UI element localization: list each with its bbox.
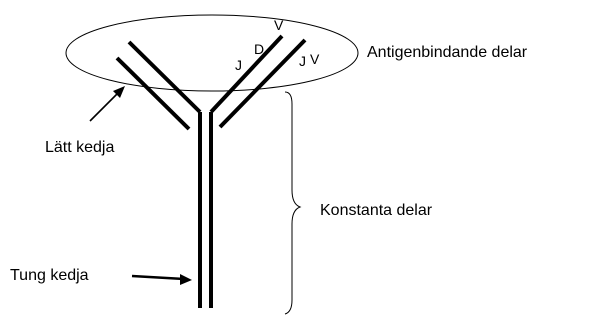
heavy-chain-stems [200,112,211,308]
left-arm-heavy-chain [129,42,200,112]
label-antigen-binding: Antigenbindande delar [367,44,528,61]
left-arm [117,42,200,129]
segment-d: D [254,41,264,57]
constant-region-brace [285,92,300,314]
light-chain-arrow [90,86,125,121]
segment-v-top: V [274,17,284,33]
label-light-chain: Lätt kedja [45,139,114,156]
left-arm-light-chain [117,58,189,129]
segment-j-left: J [235,57,242,73]
heavy-chain-arrow [132,274,192,285]
label-heavy-chain: Tung kedja [10,267,89,284]
segment-j-right: J [299,53,306,69]
segment-v-right: V [310,51,320,67]
label-constant: Konstanta delar [320,202,433,219]
